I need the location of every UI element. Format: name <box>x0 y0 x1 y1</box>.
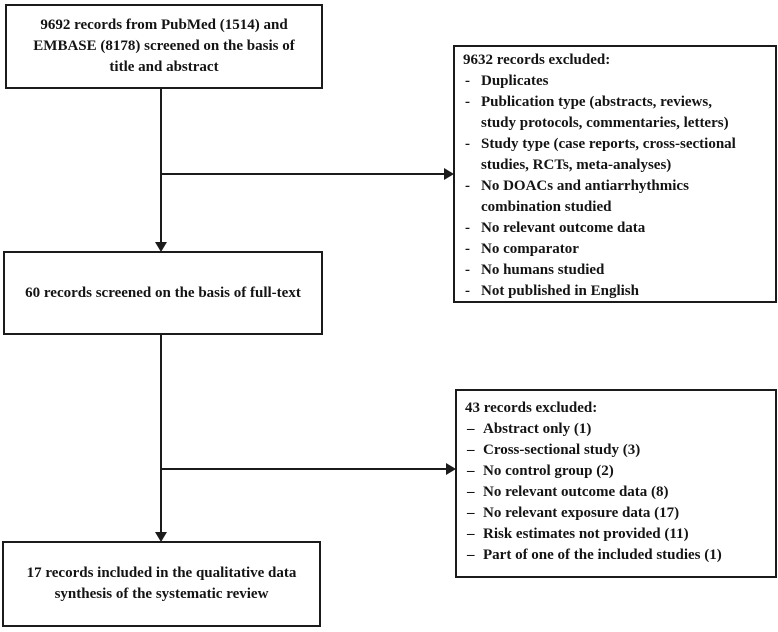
exclusion-reason-item: - No comparator <box>465 239 771 260</box>
flow-box-records-included: 17 records included in the qualitative d… <box>2 541 321 627</box>
connector-vertical-line <box>160 89 162 243</box>
bullet-dash: – <box>467 463 475 479</box>
exclusion-reason-item: – Risk estimates not provided (11) <box>467 524 771 545</box>
exclusion-reason-text: No control group (2) <box>483 463 614 479</box>
exclusion-reason-item: – No relevant outcome data (8) <box>467 482 771 503</box>
bullet-dash: – <box>467 526 475 542</box>
exclusion-reason-item: - No humans studied <box>465 260 771 281</box>
arrow-down-icon <box>155 532 167 542</box>
exclusion-reason-text: No relevant exposure data (17) <box>483 505 680 521</box>
exclusion-reason-text: No DOACs and antiarrhythmics combination… <box>481 178 689 215</box>
exclusion-reason-text: Not published in English <box>481 283 639 299</box>
arrow-down-icon <box>155 242 167 252</box>
bullet-dash: - <box>465 73 470 89</box>
exclusion-reason-text: No comparator <box>481 241 579 257</box>
bullet-dash: - <box>465 220 470 236</box>
exclusion-reason-item: - Not published in English <box>465 281 771 302</box>
bullet-dash: - <box>465 241 470 257</box>
exclusion-reason-item: - Study type (case reports, cross-sectio… <box>465 134 771 176</box>
flow-box-records-screened-title-abstract: 9692 records from PubMed (1514) and EMBA… <box>5 4 323 89</box>
exclusion-reason-text: Abstract only (1) <box>483 421 592 437</box>
exclusion-box-title: 9632 records excluded: <box>463 52 611 68</box>
flow-box-text: 17 records included in the qualitative d… <box>26 565 297 602</box>
exclusion-reason-text: No relevant outcome data (8) <box>483 484 669 500</box>
flow-box-text: 60 records screened on the basis of full… <box>25 284 301 301</box>
bullet-dash: - <box>465 136 470 152</box>
bullet-dash: – <box>467 505 475 521</box>
bullet-dash: - <box>465 178 470 194</box>
flow-box-records-screened-fulltext: 60 records screened on the basis of full… <box>3 251 323 335</box>
exclusion-reason-item: - No relevant outcome data <box>465 218 771 239</box>
bullet-dash: – <box>467 484 475 500</box>
bullet-dash: - <box>465 94 470 110</box>
connector-horizontal-line <box>160 468 447 470</box>
exclusion-reason-item: – Part of one of the included studies (1… <box>467 545 771 566</box>
exclusion-reason-item: - Publication type (abstracts, reviews, … <box>465 92 771 134</box>
exclusion-box-title: 43 records excluded: <box>465 400 598 416</box>
connector-vertical-line <box>160 335 162 533</box>
exclusion-reason-list: - Duplicates - Publication type (abstrac… <box>463 71 771 302</box>
exclusion-reason-item: – No control group (2) <box>467 461 771 482</box>
flow-box-text: 9692 records from PubMed (1514) and EMBA… <box>33 17 295 75</box>
exclusion-reason-item: - No DOACs and antiarrhythmics combinati… <box>465 176 771 218</box>
arrow-right-icon <box>444 168 454 180</box>
exclusion-reason-text: Cross-sectional study (3) <box>483 442 641 458</box>
exclusion-reason-list: – Abstract only (1) – Cross-sectional st… <box>465 419 771 566</box>
exclusion-reason-text: No relevant outcome data <box>481 220 646 236</box>
exclusion-reason-item: – Abstract only (1) <box>467 419 771 440</box>
exclusion-box-title-abstract: 9632 records excluded: - Duplicates - Pu… <box>453 45 777 303</box>
arrow-right-icon <box>446 463 456 475</box>
exclusion-reason-text: Publication type (abstracts, reviews, st… <box>481 94 729 131</box>
exclusion-box-fulltext: 43 records excluded: – Abstract only (1)… <box>455 389 777 578</box>
bullet-dash: – <box>467 547 475 563</box>
exclusion-reason-text: Duplicates <box>481 73 549 89</box>
exclusion-reason-text: Study type (case reports, cross-sectiona… <box>481 136 736 173</box>
exclusion-reason-text: Risk estimates not provided (11) <box>483 526 689 542</box>
bullet-dash: - <box>465 262 470 278</box>
bullet-dash: - <box>465 283 470 299</box>
bullet-dash: – <box>467 421 475 437</box>
exclusion-reason-item: – Cross-sectional study (3) <box>467 440 771 461</box>
exclusion-reason-item: – No relevant exposure data (17) <box>467 503 771 524</box>
connector-horizontal-line <box>160 173 445 175</box>
exclusion-reason-text: No humans studied <box>481 262 605 278</box>
exclusion-reason-text: Part of one of the included studies (1) <box>483 547 722 563</box>
bullet-dash: – <box>467 442 475 458</box>
exclusion-reason-item: - Duplicates <box>465 71 771 92</box>
